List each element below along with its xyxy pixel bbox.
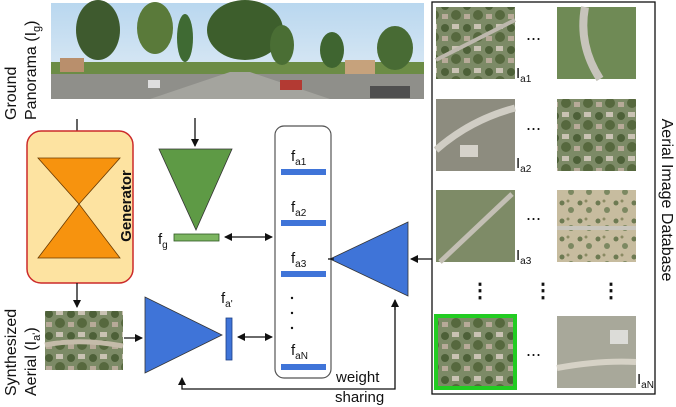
ellipsis: ...	[526, 24, 541, 44]
feature-aN: faN	[281, 342, 326, 370]
ellipsis: ...	[526, 114, 541, 134]
feature-a2: fa2	[281, 199, 326, 226]
weight-sharing-label-2: sharing	[335, 389, 384, 406]
database-feature-network	[329, 221, 409, 297]
generator-label: Generator	[118, 170, 135, 242]
ground-panorama-label-2: Panorama (Ig)	[23, 21, 43, 121]
feature-list-dots	[290, 296, 294, 330]
aerial-image	[557, 316, 636, 388]
aerial-database-title: Aerial Image Database	[658, 119, 675, 282]
synthesized-aerial-label-2: Aerial (Ia')	[23, 327, 43, 396]
vertical-ellipsis: ⋮	[470, 280, 490, 302]
feature-list-box	[274, 125, 332, 379]
feature-g-label: fg	[158, 231, 168, 251]
database-row-a3: ... Ia3	[436, 190, 636, 267]
generator-block: Generator	[26, 130, 135, 284]
database-row-a1: ... Ia1	[435, 6, 636, 85]
feature-a3-label: fa3	[291, 250, 307, 270]
weight-sharing-connector	[178, 302, 396, 390]
database-label-a1: Ia1	[516, 65, 532, 85]
database-label-a2: Ia2	[516, 155, 532, 175]
ground-feature-network	[158, 148, 233, 231]
ellipsis: ...	[526, 340, 541, 360]
feature-a2-bar	[281, 220, 326, 226]
synthesized-aerial-label: Synthesized	[3, 309, 20, 396]
matched-aerial-image	[434, 314, 517, 390]
feature-aN-label: faN	[291, 342, 308, 362]
vertical-ellipsis: ⋮	[601, 280, 621, 302]
ellipsis: ...	[526, 204, 541, 224]
vertical-ellipsis: ⋮	[533, 280, 553, 302]
generator-decoder-shape	[37, 203, 121, 259]
feature-aN-bar	[281, 364, 326, 370]
database-row-aN: ... IaN	[434, 314, 654, 391]
database-label-aN: IaN	[637, 371, 654, 391]
synthesized-aerial-image	[44, 311, 124, 370]
generator-encoder-shape	[37, 157, 121, 205]
ground-panorama-label: Ground	[3, 67, 20, 120]
ground-panorama-image	[51, 0, 424, 99]
feature-a1-bar	[281, 169, 326, 175]
feature-a3: fa3	[281, 250, 326, 277]
database-row-a2: ... Ia2	[433, 99, 636, 175]
database-label-a3: Ia3	[516, 247, 532, 267]
feature-a1: fa1	[281, 148, 326, 175]
aerial-image	[436, 7, 515, 79]
weight-sharing-label: weight	[335, 369, 380, 386]
feature-a-prime-label: fa'	[221, 290, 233, 310]
synth-aerial-feature-network	[144, 296, 223, 374]
feature-a1-label: fa1	[291, 148, 307, 168]
feature-vector-g	[173, 233, 220, 242]
feature-a3-bar	[281, 271, 326, 277]
aerial-image	[557, 99, 636, 171]
feature-vector-a-prime	[225, 317, 233, 361]
feature-a2-label: fa2	[291, 199, 307, 219]
